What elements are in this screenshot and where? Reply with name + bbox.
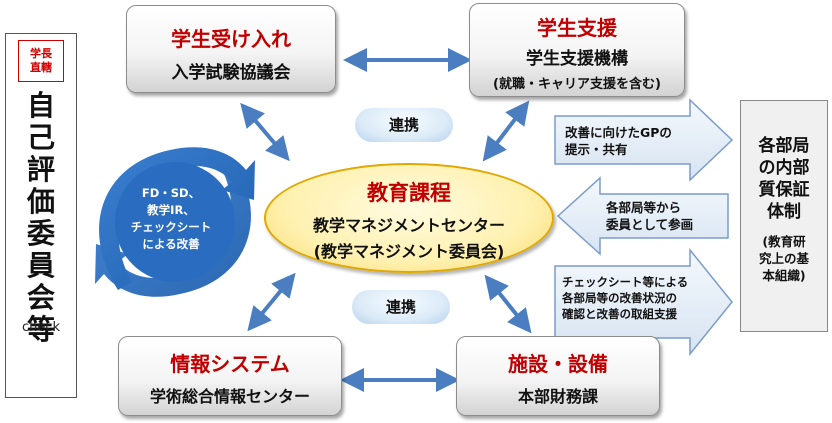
cycle-line: 教学IR、 (147, 203, 195, 217)
facilities-box: 施設・設備 本部財務課 (456, 336, 660, 416)
self-eval-title: 自 己 評 価 委 員 会 等 (6, 90, 76, 346)
self-eval-char: 自 (26, 89, 55, 122)
link-arrow-bottom-left (247, 272, 296, 332)
facilities-subtitle: 本部財務課 (517, 387, 598, 406)
stamp-line-2: 直轄 (30, 61, 52, 74)
link-arrow-bottom-right (484, 274, 532, 334)
info-system-title: 情報システム (170, 352, 290, 376)
qa-note-line: 本組織) (762, 268, 806, 283)
info-system-box: 情報システム 学術総合情報センター (118, 336, 342, 416)
link-arrow-top-left (240, 102, 290, 162)
qa-note-line: (教育研 (762, 234, 806, 249)
curriculum-title: 教育課程 (367, 181, 451, 205)
self-evaluation-panel: 学長 直轄 自 己 評 価 委 員 会 等 check (5, 33, 77, 398)
president-stamp: 学長 直轄 (18, 40, 64, 82)
student-support-note: (就職・キャリア支援を含む) (493, 77, 661, 92)
qa-line: 体制 (767, 202, 801, 222)
internal-qa-panel: 各部局 の内部 質保証 体制 (教育研 究上の基 本組織) (740, 100, 828, 332)
self-eval-char: 等 (26, 313, 55, 346)
student-support-title: 学生支援 (537, 16, 617, 40)
arrow-text-line: チェックシート等による (562, 275, 689, 289)
cycle-text: FD・SD、 教学IR、 チェックシート による改善 (116, 185, 226, 253)
facilities-title: 施設・設備 (508, 352, 608, 376)
student-support-box: 学生支援 学生支援機構 (就職・キャリア支援を含む) (469, 3, 685, 97)
self-eval-char: 員 (26, 249, 55, 282)
self-eval-char: 委 (26, 217, 55, 250)
student-support-subtitle: 学生支援機構 (526, 49, 628, 69)
arrow-right-2-text: チェックシート等による 各部局等の改善状況の 確認と改善の取組支援 (562, 274, 702, 322)
cycle-line: チェックシート (130, 220, 212, 234)
link-arrow-top-right (482, 100, 530, 162)
link-label-bottom: 連携 (352, 290, 450, 324)
arrow-text-line: 確認と改善の取組支援 (562, 307, 677, 321)
cycle-line: による改善 (142, 237, 200, 251)
arrow-right-1-text: 改善に向けたGPの 提示・共有 (565, 124, 695, 158)
arrow-text-line: 委員として参画 (606, 217, 694, 232)
arrow-text-line: 提示・共有 (565, 142, 628, 157)
qa-line: 質保証 (758, 180, 810, 200)
qa-line: 各部局 (758, 136, 810, 156)
stamp-line-1: 学長 (30, 47, 52, 60)
arrow-text-line: 各部局等から (606, 200, 682, 215)
qa-note-line: 究上の基 (758, 251, 809, 266)
arrow-text-line: 改善に向けたGPの (565, 125, 672, 140)
internal-qa-note: (教育研 究上の基 本組織) (741, 233, 827, 284)
block-arrow-right-1 (554, 98, 734, 182)
self-eval-char: 評 (26, 153, 55, 186)
arrow-text-line: 各部局等の改善状況の (562, 291, 677, 305)
curriculum-center: 教育課程 教学マネジメントセンター (教学マネジメント委員会) (264, 163, 554, 273)
student-admission-title: 学生受け入れ (171, 27, 291, 51)
student-admission-box: 学生受け入れ 入学試験協議会 (126, 5, 336, 93)
student-admission-subtitle: 入学試験協議会 (171, 63, 291, 83)
self-eval-char: 会 (26, 281, 55, 314)
internal-qa-title: 各部局 の内部 質保証 体制 (741, 135, 827, 223)
qa-line: の内部 (758, 158, 810, 178)
link-label-top: 連携 (355, 108, 453, 142)
check-label: check (21, 320, 61, 335)
arrow-left-text: 各部局等から 委員として参画 (606, 199, 726, 233)
self-eval-char: 価 (26, 185, 55, 218)
block-arrow-left (556, 176, 729, 256)
cycle-line: FD・SD、 (141, 186, 201, 200)
curriculum-line-2: (教学マネジメント委員会) (313, 242, 505, 261)
cycle-core (115, 162, 235, 282)
info-system-subtitle: 学術総合情報センター (149, 387, 310, 406)
curriculum-line-1: 教学マネジメントセンター (312, 216, 505, 235)
self-eval-char: 己 (26, 121, 55, 154)
